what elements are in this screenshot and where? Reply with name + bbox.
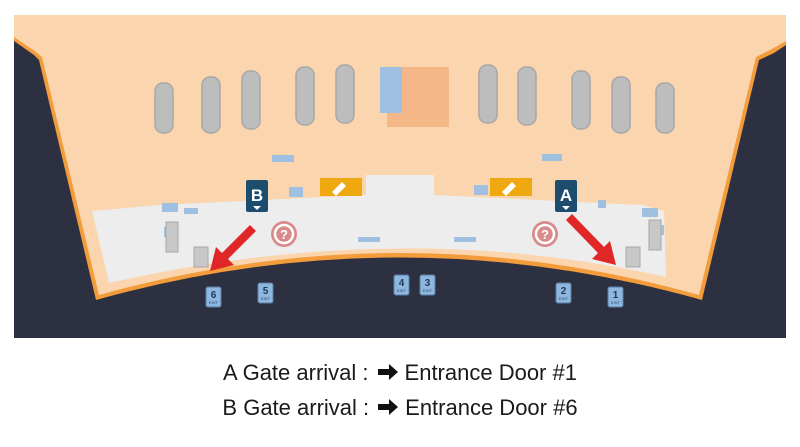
svg-text:2: 2 bbox=[561, 286, 567, 297]
svg-text:6: 6 bbox=[211, 290, 217, 301]
legend-line-b: B Gate arrival : Entrance Door #6 bbox=[0, 393, 800, 423]
svg-text:?: ? bbox=[541, 227, 549, 242]
right-arrow-icon bbox=[377, 394, 399, 424]
carousel bbox=[335, 64, 355, 124]
exit-3-tag: 3 EXIT bbox=[419, 274, 436, 296]
carousel bbox=[154, 82, 174, 134]
right-arrow-icon bbox=[377, 359, 399, 389]
exit-1-tag: 1 EXIT bbox=[607, 286, 624, 308]
svg-text:EXIT: EXIT bbox=[559, 296, 568, 301]
carousel bbox=[241, 70, 261, 130]
svg-text:?: ? bbox=[280, 227, 288, 242]
kiosks bbox=[165, 219, 662, 268]
legend-a-destination: Entrance Door #1 bbox=[404, 360, 577, 385]
route-arrow-b bbox=[210, 225, 256, 271]
exit-2-tag: 2 EXIT bbox=[555, 282, 572, 304]
carousel bbox=[478, 64, 498, 124]
carousel bbox=[517, 66, 537, 126]
carousel bbox=[611, 76, 631, 134]
concourse bbox=[92, 175, 666, 283]
legend-line-a: A Gate arrival : Entrance Door #1 bbox=[0, 358, 800, 388]
gate-a-sign: A bbox=[555, 180, 577, 212]
svg-text:EXIT: EXIT bbox=[209, 300, 218, 305]
svg-text:1: 1 bbox=[613, 290, 619, 301]
svg-text:3: 3 bbox=[425, 278, 431, 289]
svg-text:5: 5 bbox=[263, 286, 269, 297]
legend-a-label: A Gate arrival : bbox=[223, 360, 369, 385]
terminal-map: B A ? ? 6 EXIT 5 EXIT bbox=[14, 15, 786, 338]
svg-text:EXIT: EXIT bbox=[261, 296, 270, 301]
svg-text:EXIT: EXIT bbox=[423, 288, 432, 293]
info-point-icon: ? bbox=[271, 221, 297, 247]
exit-6-tag: 6 EXIT bbox=[205, 286, 222, 308]
exit-5-tag: 5 EXIT bbox=[257, 282, 274, 304]
svg-text:4: 4 bbox=[399, 278, 405, 289]
carousel bbox=[201, 76, 221, 134]
carousel bbox=[655, 82, 675, 134]
gate-b-letter: B bbox=[251, 186, 263, 205]
carousel bbox=[571, 70, 591, 130]
baggage-service-icon bbox=[320, 178, 362, 196]
route-arrow-a bbox=[566, 214, 616, 265]
legend-b-label: B Gate arrival : bbox=[222, 395, 370, 420]
svg-text:EXIT: EXIT bbox=[397, 288, 406, 293]
gate-b-sign: B bbox=[246, 180, 268, 212]
exit-tags: 6 EXIT 5 EXIT 4 EXIT 3 EXIT 2 EXIT 1 EXI… bbox=[205, 274, 624, 308]
svg-text:EXIT: EXIT bbox=[611, 300, 620, 305]
info-point-icon: ? bbox=[532, 221, 558, 247]
carousel bbox=[295, 66, 315, 126]
legend-b-destination: Entrance Door #6 bbox=[405, 395, 578, 420]
exit-4-tag: 4 EXIT bbox=[393, 274, 410, 296]
baggage-service-icon bbox=[490, 178, 532, 196]
baggage-carousels bbox=[154, 64, 675, 134]
gate-a-letter: A bbox=[560, 186, 572, 205]
central-block-blue bbox=[380, 67, 402, 113]
